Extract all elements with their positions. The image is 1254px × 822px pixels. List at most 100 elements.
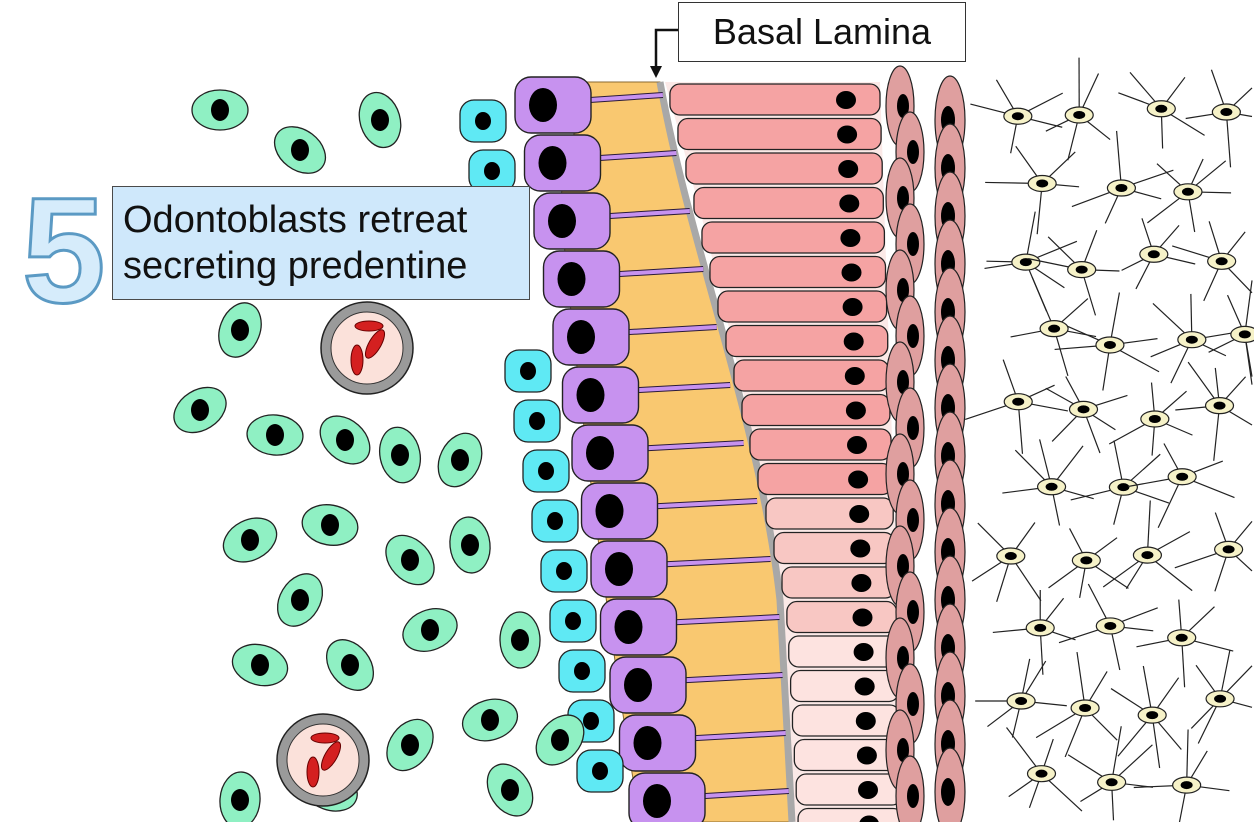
preodontoblast-nucleus bbox=[574, 662, 590, 680]
ameloblast-nucleus bbox=[847, 436, 867, 454]
odontoblast-nucleus bbox=[567, 320, 595, 354]
stellate-nucleus bbox=[1175, 633, 1188, 642]
stellate-nucleus bbox=[1077, 405, 1090, 414]
mesenchyme-nucleus bbox=[421, 619, 439, 641]
stellate-nucleus bbox=[1105, 778, 1118, 787]
odontoblast-nucleus bbox=[633, 726, 662, 760]
stellate-nucleus bbox=[1048, 324, 1061, 333]
ameloblast-cell bbox=[791, 704, 901, 737]
stellate-nucleus bbox=[1034, 623, 1047, 632]
odontoblast-process bbox=[679, 731, 786, 741]
mesenchyme-nucleus bbox=[191, 399, 209, 421]
stellate-nucleus bbox=[1019, 258, 1032, 267]
step-caption-line-1: Odontoblasts retreat bbox=[123, 199, 468, 241]
stellate-process bbox=[1109, 292, 1121, 346]
mesenchyme-nucleus bbox=[501, 779, 519, 801]
mesenchyme-nucleus bbox=[511, 629, 529, 651]
ameloblast-nucleus bbox=[843, 332, 864, 351]
mesenchyme-nucleus bbox=[266, 424, 284, 446]
preodontoblast-nucleus bbox=[529, 412, 545, 430]
ameloblast-nucleus bbox=[837, 125, 858, 144]
ameloblast-cell bbox=[795, 773, 903, 806]
stellate-nucleus bbox=[1035, 769, 1048, 778]
stellate-reticulum-network bbox=[964, 57, 1254, 822]
red-blood-cell bbox=[354, 320, 384, 332]
ameloblast-cell bbox=[725, 324, 889, 358]
red-blood-cell bbox=[306, 756, 320, 788]
red-blood-cell bbox=[310, 732, 340, 744]
mesenchyme-nucleus bbox=[251, 654, 269, 676]
mesenchyme-cells bbox=[173, 89, 585, 822]
stellate-process bbox=[1225, 111, 1232, 168]
stellate-nucleus bbox=[1213, 401, 1226, 410]
intermedium-nucleus bbox=[907, 692, 919, 716]
mesenchyme-nucleus bbox=[336, 429, 354, 451]
intermedium-nucleus bbox=[941, 778, 955, 806]
stellate-nucleus bbox=[1155, 104, 1168, 113]
stratum-intermedium-cells bbox=[885, 65, 966, 822]
ameloblast-cell bbox=[709, 255, 887, 289]
stellate-process bbox=[1178, 784, 1188, 822]
mesenchyme-nucleus bbox=[241, 529, 259, 551]
mesenchyme-nucleus bbox=[461, 534, 479, 556]
intermedium-nucleus bbox=[907, 232, 919, 256]
odontoblast-nucleus bbox=[548, 204, 576, 238]
intermedium-nucleus bbox=[897, 278, 909, 302]
stellate-process bbox=[1111, 726, 1122, 783]
stellate-nucleus bbox=[1141, 551, 1154, 560]
ameloblast-nucleus bbox=[840, 229, 861, 247]
preodontoblast-nucleus bbox=[583, 712, 599, 730]
intermedium-nucleus bbox=[897, 94, 909, 118]
stellate-process bbox=[1017, 401, 1024, 454]
odontoblast-nucleus bbox=[605, 552, 633, 586]
mesenchyme-nucleus bbox=[451, 449, 469, 471]
preodontoblast-nucleus bbox=[484, 162, 500, 180]
stellate-nucleus bbox=[1079, 703, 1092, 712]
step-caption-line-2: secreting predentine bbox=[123, 245, 468, 287]
ameloblast-cell bbox=[781, 566, 897, 599]
stellate-nucleus bbox=[1181, 187, 1194, 196]
odontoblast-nucleus bbox=[538, 146, 567, 180]
odontoblast-nucleus bbox=[576, 378, 605, 412]
ameloblast-nucleus bbox=[848, 470, 869, 489]
intermedium-nucleus bbox=[907, 600, 919, 624]
red-blood-cell bbox=[364, 329, 386, 359]
ameloblast-cell bbox=[786, 600, 898, 634]
stellate-process bbox=[1157, 476, 1183, 528]
stellate-process bbox=[1244, 280, 1253, 335]
preodontoblast-nucleus bbox=[565, 612, 581, 630]
odontoblast-nucleus bbox=[595, 494, 624, 528]
intermedium-nucleus bbox=[907, 140, 919, 164]
odontoblast-process bbox=[660, 615, 780, 625]
mesenchyme-nucleus bbox=[401, 549, 419, 571]
ameloblast-nucleus bbox=[853, 643, 874, 661]
odontoblast-nucleus bbox=[624, 668, 652, 702]
mesenchyme-nucleus bbox=[211, 99, 229, 121]
stellate-nucleus bbox=[1075, 265, 1088, 274]
ameloblast-cell bbox=[789, 669, 900, 703]
odontoblast-nucleus bbox=[614, 610, 643, 644]
stellate-nucleus bbox=[1104, 621, 1117, 630]
intermedium-nucleus bbox=[897, 370, 909, 394]
stellate-process bbox=[1146, 500, 1151, 556]
ameloblast-cell bbox=[765, 497, 894, 530]
odontoblast-nucleus bbox=[643, 784, 671, 818]
odontoblast-process bbox=[650, 557, 771, 567]
mesenchyme-nucleus bbox=[551, 729, 569, 751]
basal-lamina-arrowhead bbox=[650, 66, 662, 78]
ameloblast-nucleus bbox=[849, 505, 870, 523]
intermedium-nucleus bbox=[907, 324, 919, 348]
stellate-process bbox=[1213, 405, 1221, 461]
odontoblast-nucleus bbox=[586, 436, 614, 470]
stellate-nucleus bbox=[1214, 694, 1227, 703]
odontoblast-nucleus bbox=[529, 88, 557, 122]
ameloblast-nucleus bbox=[842, 298, 863, 316]
preodontoblast-nucleus bbox=[520, 362, 536, 380]
stellate-nucleus bbox=[1220, 108, 1233, 117]
mesenchyme-nucleus bbox=[291, 139, 309, 161]
stellate-nucleus bbox=[1215, 257, 1228, 266]
blood-vessels bbox=[276, 301, 414, 807]
stellate-nucleus bbox=[1185, 335, 1198, 344]
mesenchyme-nucleus bbox=[291, 589, 309, 611]
stellate-nucleus bbox=[1176, 472, 1189, 481]
